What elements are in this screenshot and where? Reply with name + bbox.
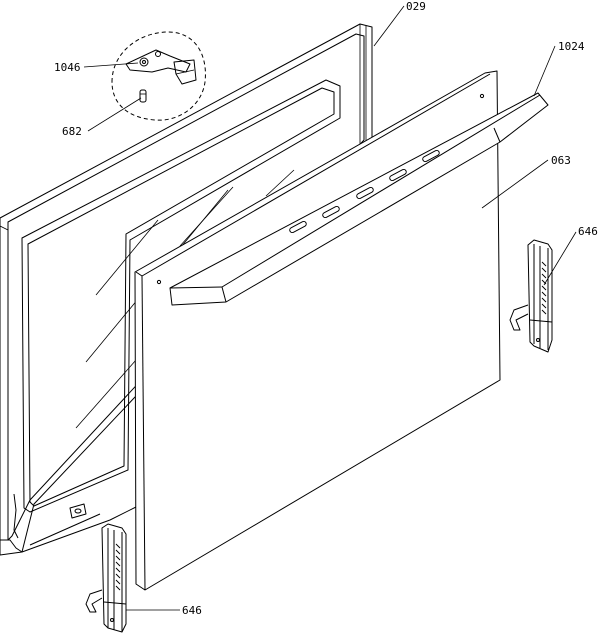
callout-646-right: 646 xyxy=(578,225,598,238)
hinge-right xyxy=(509,239,553,353)
door-handle xyxy=(169,92,549,306)
callout-labels: 029 1024 1046 682 063 646 646 xyxy=(54,0,598,617)
door-stop-fitting xyxy=(69,503,87,519)
callout-063: 063 xyxy=(551,154,571,167)
leader-lines xyxy=(83,5,577,611)
callout-1024: 1024 xyxy=(558,40,585,53)
handle-slots xyxy=(289,149,440,234)
callout-1046: 1046 xyxy=(54,61,81,74)
hinge-left xyxy=(85,523,127,633)
outer-door-panel xyxy=(134,70,501,591)
callout-029: 029 xyxy=(406,0,426,13)
detail-circle xyxy=(111,31,206,121)
callout-682: 682 xyxy=(62,125,82,138)
callout-646-left: 646 xyxy=(182,604,202,617)
